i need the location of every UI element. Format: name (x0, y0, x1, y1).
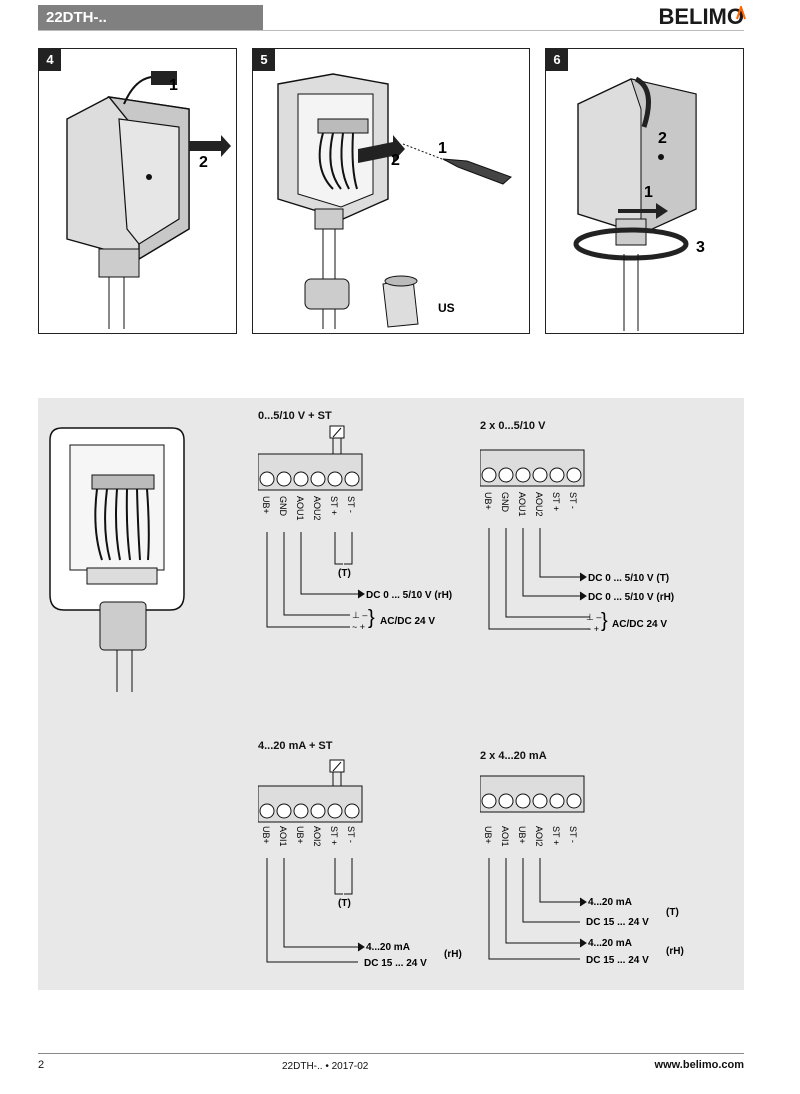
step-number: 5 (253, 49, 275, 71)
output-label: DC 15 ... 24 V (586, 955, 649, 966)
brace: } (601, 610, 608, 632)
terminal-label: ST - (346, 496, 356, 513)
step-panel-6: 6 2 1 3 (545, 48, 744, 334)
document-id: 22DTH-.. • 2017-02 (282, 1061, 369, 1072)
terminal-label: AOU2 (534, 492, 544, 517)
diagram-title: 2 x 0...5/10 V (480, 420, 546, 432)
terminal-label: ST - (568, 492, 578, 509)
output-label: DC 0 ... 5/10 V (rH) (366, 590, 452, 601)
terminal-label: ST + (551, 492, 561, 511)
terminal-label: GND (500, 492, 510, 513)
terminal-label: UB+ (483, 826, 493, 844)
terminal-label: AOI1 (278, 826, 288, 847)
supply-label: AC/DC 24 V (380, 616, 435, 627)
output-label: (rH) (444, 949, 462, 960)
output-label: (T) (666, 907, 679, 918)
output-label: DC 15 ... 24 V (586, 917, 649, 928)
device-illustration: 1 2 US (277, 73, 512, 329)
terminal-label: AOU1 (517, 492, 527, 517)
wiring-diagram-top-right: 2 x 0...5/10 V UB+ GND AOU1 AOU2 ST + ST… (480, 420, 720, 640)
terminal-label: UB+ (261, 826, 271, 844)
callout-2: 2 (199, 154, 208, 171)
terminal-label: GND (278, 496, 288, 517)
terminal-label: UB+ (261, 496, 271, 514)
output-label: 4...20 mA (588, 897, 632, 908)
step-panel-4: 4 1 2 (38, 48, 237, 334)
output-label: (rH) (666, 946, 684, 957)
terminal-label: ST + (329, 826, 339, 845)
supply-line: ⊥ – (352, 610, 367, 620)
website-link[interactable]: www.belimo.com (654, 1059, 744, 1071)
brace: } (368, 607, 375, 629)
output-label: (T) (338, 568, 351, 579)
terminal-label: AOI2 (312, 826, 322, 847)
step-panel-5: 5 1 2 US (252, 48, 530, 334)
output-label: 4...20 mA (588, 938, 632, 949)
output-label: DC 0 ... 5/10 V (T) (588, 573, 669, 584)
callout-2: 2 (658, 130, 667, 147)
callout-2: 2 (391, 152, 400, 169)
callout-1: 1 (169, 77, 178, 94)
callout-1: 1 (438, 140, 447, 157)
callout-1: 1 (644, 184, 653, 201)
output-label: 4...20 mA (366, 942, 410, 953)
output-label: DC 0 ... 5/10 V (rH) (588, 592, 674, 603)
step-number: 4 (39, 49, 61, 71)
terminal-label: UB+ (483, 492, 493, 510)
supply-line: ⊥ – (586, 612, 601, 622)
terminal-label: AOU2 (312, 496, 322, 521)
terminal-label: AOI1 (500, 826, 510, 847)
wiring-diagram-bottom-left: 4...20 mA + ST UB+ AOI1 UB+ AOI2 ST + ST… (258, 740, 468, 980)
device-illustration: 1 2 (66, 71, 231, 329)
callout-3: 3 (696, 239, 705, 256)
supply-line: ~ + (352, 622, 365, 632)
diagram-title: 4...20 mA + ST (258, 740, 333, 752)
brand-logo: BELIMO (658, 4, 744, 29)
variant-label: US (438, 301, 455, 315)
wiring-diagram-top-left: 0...5/10 V + ST UB+ GND AOU1 AOU2 ST + S… (258, 410, 468, 640)
footer-rule (38, 1053, 744, 1054)
document-title: 22DTH-.. (38, 5, 263, 30)
wiring-diagram-bottom-right: 2 x 4...20 mA UB+ AOI1 UB+ AOI2 ST + ST … (480, 750, 720, 980)
terminal-label: AOI2 (534, 826, 544, 847)
diagram-title: 0...5/10 V + ST (258, 410, 332, 422)
step-number: 6 (546, 49, 568, 71)
terminal-label: UB+ (517, 826, 527, 844)
header-rule (38, 30, 744, 31)
supply-label: AC/DC 24 V (612, 619, 667, 630)
page-number: 2 (38, 1059, 45, 1071)
supply-line: ~ + (586, 624, 599, 634)
terminal-label: ST + (329, 496, 339, 515)
output-label: DC 15 ... 24 V (364, 958, 427, 969)
diagram-title: 2 x 4...20 mA (480, 750, 547, 762)
device-illustration: 2 1 3 (573, 76, 705, 331)
open-housing-illustration (49, 427, 185, 692)
terminal-label: ST - (568, 826, 578, 843)
output-label: (T) (338, 898, 351, 909)
terminal-label: ST + (551, 826, 561, 845)
logo-mark (736, 3, 746, 20)
terminal-label: ST - (346, 826, 356, 843)
terminal-label: AOU1 (295, 496, 305, 521)
terminal-label: UB+ (295, 826, 305, 844)
